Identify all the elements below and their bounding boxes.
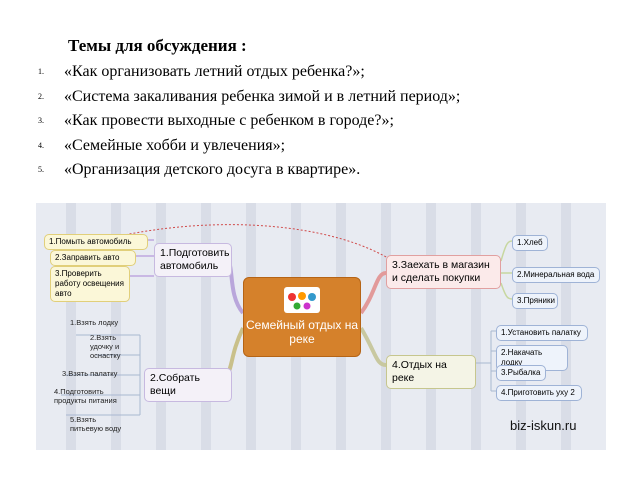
item-number: 2. bbox=[38, 91, 44, 101]
topics-list: 1. «Как организовать летний отдых ребенка… bbox=[38, 60, 460, 183]
list-item: 3. «Как провести выходные с ребенком в го… bbox=[38, 109, 460, 134]
mindmap-links bbox=[61, 224, 513, 416]
item-number: 4. bbox=[38, 140, 44, 150]
sub-mineral-water: 2.Минеральная вода bbox=[512, 267, 600, 283]
node-prepare-car: 1.Подготовить автомобиль bbox=[154, 243, 232, 277]
center-title: Семейный отдых на реке bbox=[245, 318, 359, 346]
list-item: 4. «Семейные хобби и увлечения»; bbox=[38, 134, 460, 159]
sub-set-tent: 1.Установить палатку bbox=[496, 325, 588, 341]
leaf-water: 5.Взять питьевую воду bbox=[70, 415, 122, 433]
heading: Темы для обсуждения : bbox=[68, 36, 247, 55]
item-text: «Как организовать летний отдых ребенка?»… bbox=[64, 63, 365, 80]
item-text: «Семейные хобби и увлечения»; bbox=[64, 136, 286, 154]
list-item: 5. «Организация детского досуга в квартир… bbox=[38, 158, 460, 183]
center-node: Семейный отдых на реке bbox=[243, 277, 361, 357]
site-watermark: biz-iskun.ru bbox=[510, 418, 577, 433]
mindmap-image: 1.Помыть автомобиль 2.Заправить авто 3.П… bbox=[36, 203, 606, 450]
list-item: 2. «Система закаливания ребенка зимой и в… bbox=[38, 85, 460, 110]
sub-gingerbread: 3.Пряники bbox=[512, 293, 558, 309]
item-number: 5. bbox=[38, 165, 44, 175]
sub-refuel-car: 2.Заправить авто bbox=[50, 250, 136, 266]
node-pack-things: 2.Собрать вещи bbox=[144, 368, 232, 402]
sub-fishing: 3.Рыбалка bbox=[496, 365, 546, 381]
sub-check-lights: 3.Проверить работу освещения авто bbox=[50, 266, 130, 302]
item-text: «Как провести выходные с ребенком в горо… bbox=[64, 112, 394, 129]
leaf-tent: 3.Взять палатку bbox=[62, 369, 118, 378]
sub-wash-car: 1.Помыть автомобиль bbox=[44, 234, 148, 250]
leaf-food: 4.Подготовить продукты питания bbox=[54, 387, 117, 405]
sub-cook-soup: 4.Приготовить уху 2 bbox=[496, 385, 582, 401]
item-number: 3. bbox=[38, 116, 44, 126]
leaf-boat: 1.Взять лодку bbox=[70, 318, 119, 327]
leaf-fishing-rod: 2.Взять удочку и оснастку bbox=[90, 333, 121, 360]
family-logo-icon bbox=[284, 287, 320, 313]
node-shop: 3.Заехать в магазин и сделать покупки bbox=[386, 255, 501, 289]
item-number: 1. bbox=[38, 67, 44, 77]
list-item: 1. «Как организовать летний отдых ребенка… bbox=[38, 60, 460, 85]
sub-bread: 1.Хлеб bbox=[512, 235, 548, 251]
item-text: «Организация детского досуга в квартире»… bbox=[64, 161, 361, 178]
item-text: «Система закаливания ребенка зимой и в л… bbox=[64, 87, 461, 105]
node-rest-river: 4.Отдых на реке bbox=[386, 355, 476, 389]
